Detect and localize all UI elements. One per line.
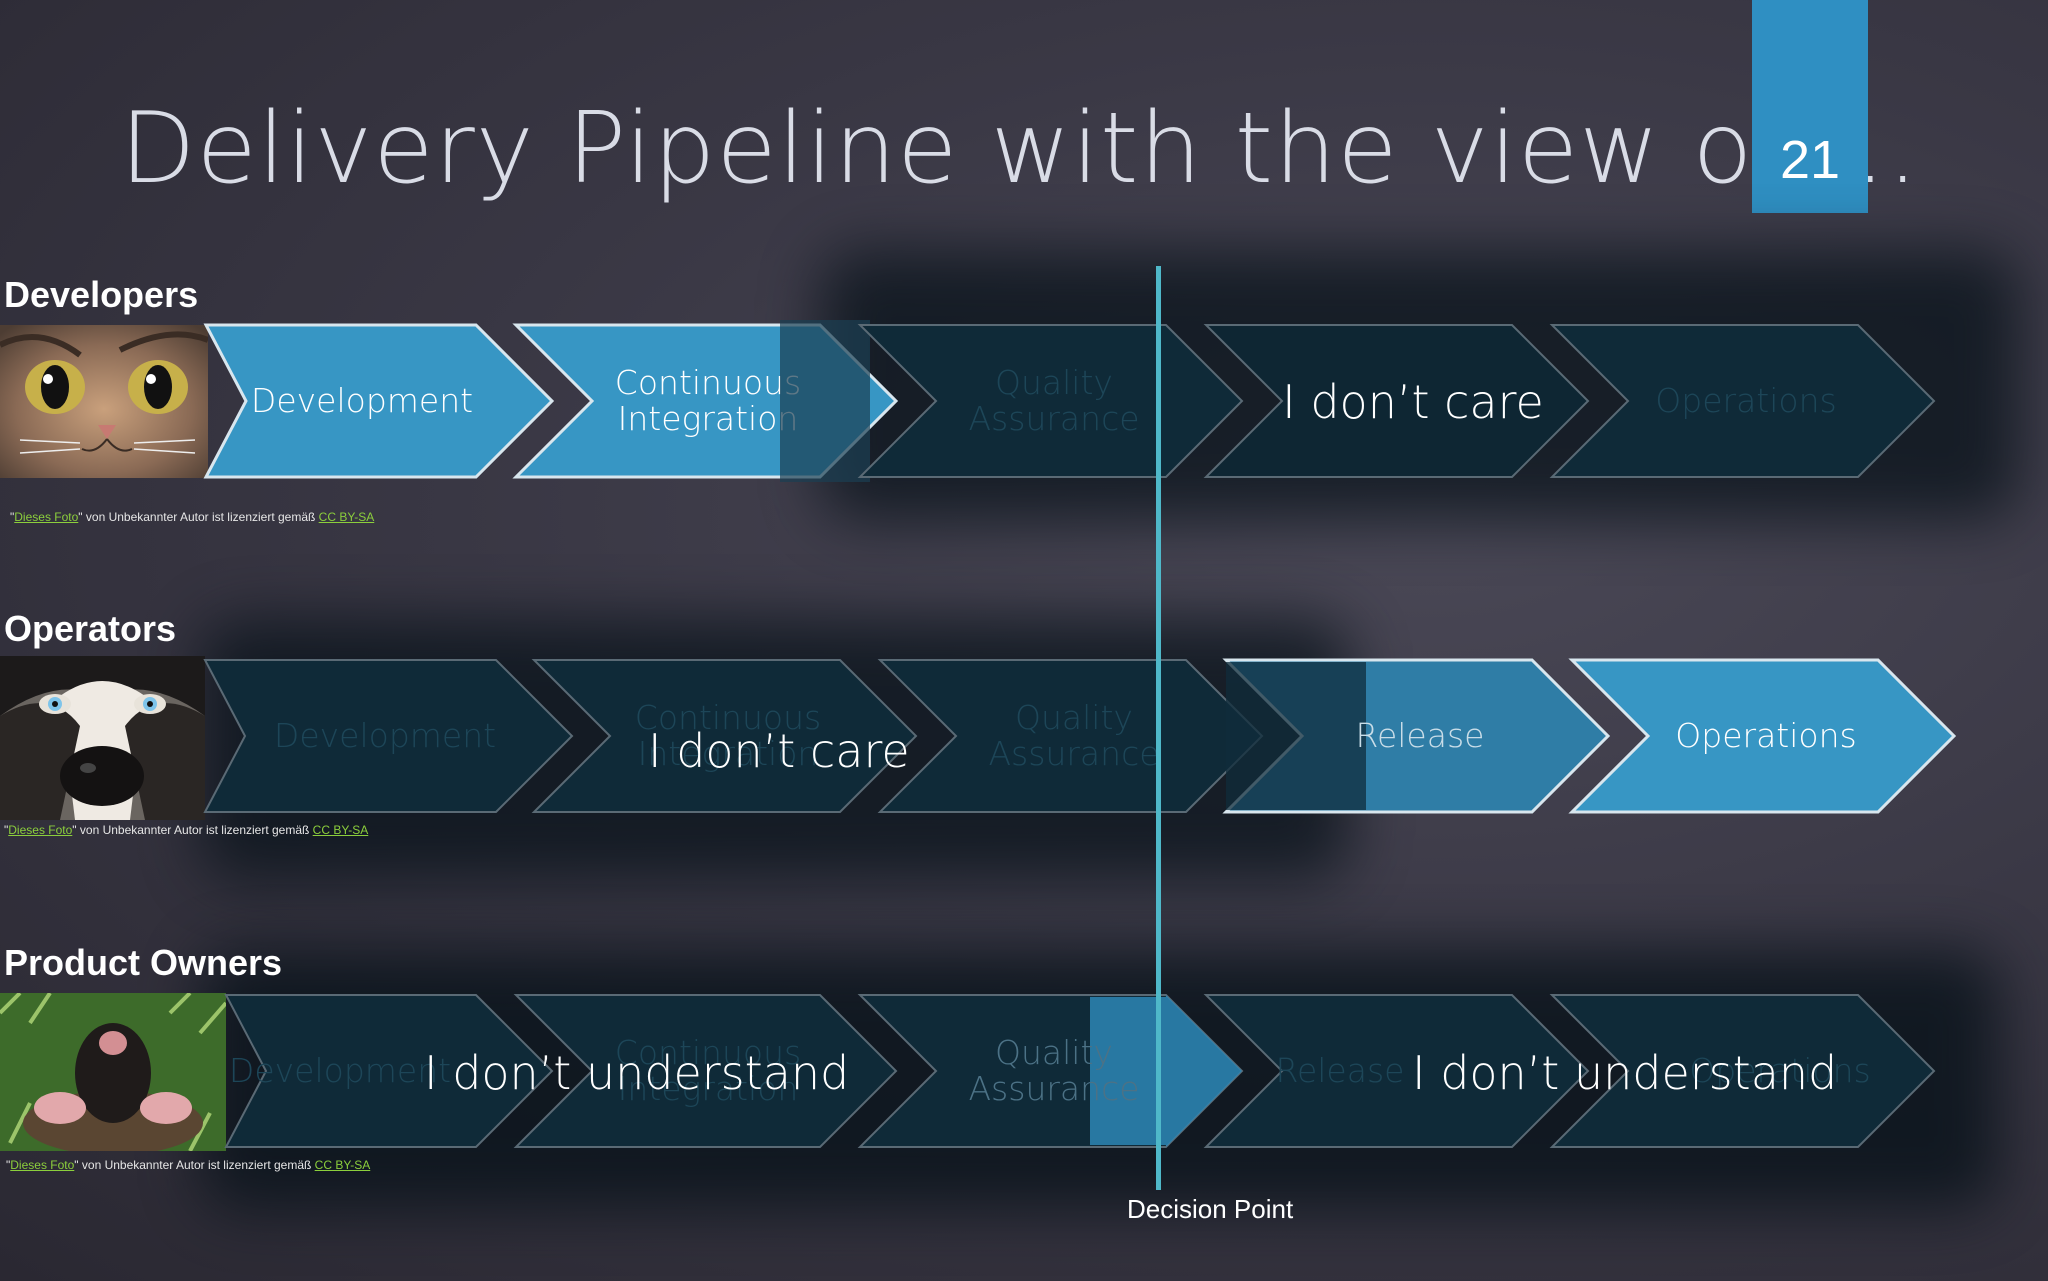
decision-point-label: Decision Point xyxy=(1127,1194,1294,1224)
photo-link[interactable]: Dieses Foto xyxy=(10,1158,75,1172)
lane-label-product-owners: Product Owners xyxy=(4,942,283,983)
owners-dont-understand-left: I don’t understand xyxy=(424,1046,850,1100)
photo-link[interactable]: Dieses Foto xyxy=(14,510,79,524)
slide-title: Delivery Pipeline with the view of … xyxy=(120,92,1921,206)
license-link[interactable]: CC BY-SA xyxy=(318,510,375,524)
license-link[interactable]: CC BY-SA xyxy=(314,1158,371,1172)
slide-number-badge: 21 xyxy=(1752,0,1868,213)
stage-label: Development xyxy=(251,381,473,420)
photo-link[interactable]: Dieses Foto xyxy=(8,823,73,837)
photo-credit-developers: "Dieses Foto" von Unbekannter Autor ist … xyxy=(10,510,375,524)
owners-dont-understand-right: I don’t understand xyxy=(1412,1046,1838,1100)
operators-dont-care: I don’t care xyxy=(648,724,910,778)
shade-developers-right xyxy=(820,250,2020,520)
photo-credit-operators: "Dieses Foto" von Unbekannter Autor ist … xyxy=(4,823,369,837)
svg-text:Integration: Integration xyxy=(618,399,799,438)
photo-credit-product-owners: "Dieses Foto" von Unbekannter Autor ist … xyxy=(6,1158,371,1172)
cat-photo xyxy=(0,325,208,478)
lane-label-developers: Developers xyxy=(4,274,199,315)
svg-text:Continuous: Continuous xyxy=(615,363,801,402)
lane-label-operators: Operators xyxy=(4,608,177,649)
stage-operators-operations: Operations xyxy=(1568,658,1957,814)
license-link[interactable]: CC BY-SA xyxy=(312,823,369,837)
mole-photo xyxy=(0,993,226,1151)
husky-photo xyxy=(0,656,205,820)
slide-number: 21 xyxy=(1779,130,1841,190)
stage-developers-development: Development xyxy=(203,323,555,479)
decision-point-line xyxy=(1156,266,1161,1190)
svg-text:Operations: Operations xyxy=(1675,716,1856,755)
svg-text:Release: Release xyxy=(1356,716,1485,755)
